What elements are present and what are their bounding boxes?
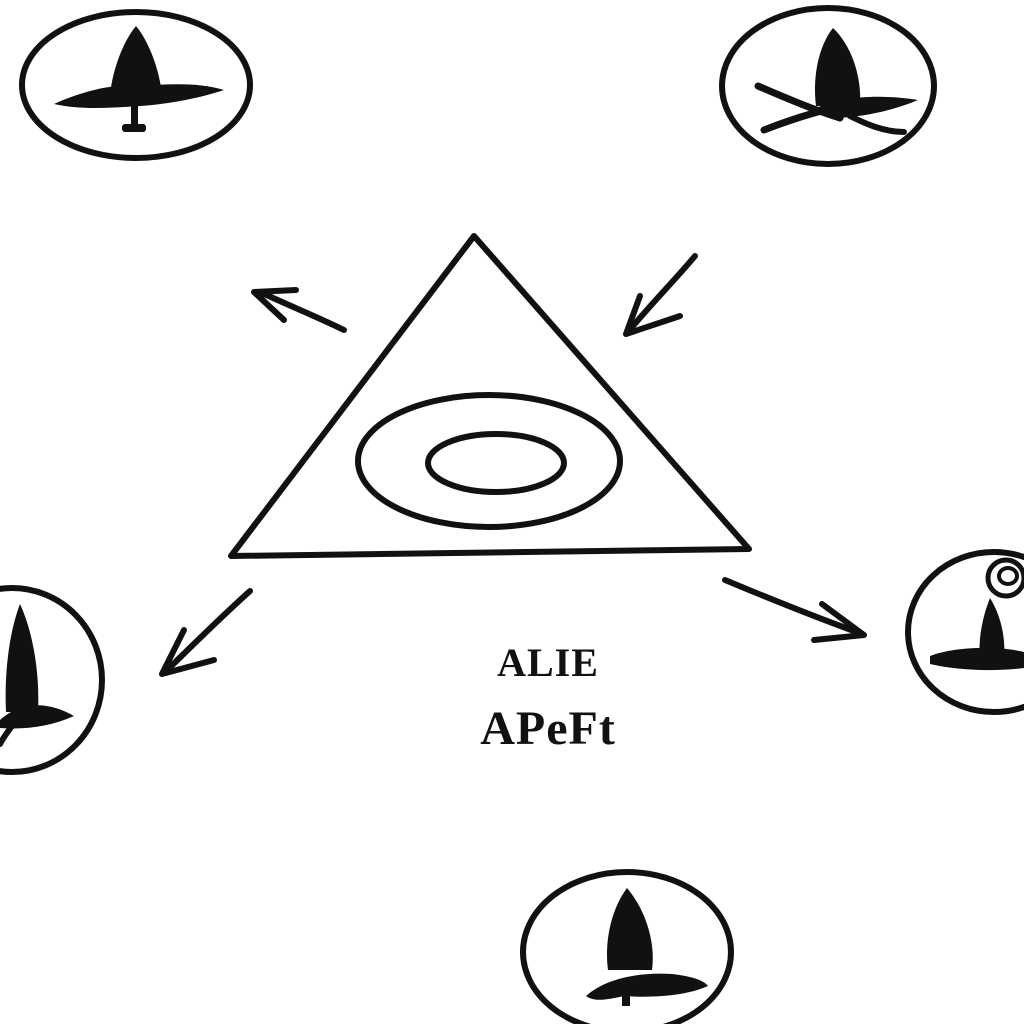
node-top-right bbox=[719, 5, 937, 167]
outer-oval bbox=[355, 392, 623, 530]
inner-oval bbox=[425, 431, 567, 495]
spinning-top-icon bbox=[54, 26, 224, 132]
arrow-lower-left bbox=[159, 588, 253, 677]
node-bottom bbox=[520, 869, 734, 1024]
arrow-upper-right bbox=[623, 253, 698, 337]
caption-line-2: APeFt bbox=[480, 702, 616, 755]
spinning-top-icon bbox=[0, 604, 74, 747]
spinning-top-icon bbox=[586, 888, 708, 1006]
node-right bbox=[905, 549, 1024, 715]
node-top-left bbox=[19, 9, 253, 161]
spinning-top-icon bbox=[930, 557, 1024, 671]
central-triangle-group bbox=[228, 233, 752, 559]
arrow-lower-right bbox=[722, 577, 867, 643]
caption-line-1: ALIE bbox=[497, 640, 599, 685]
spinning-top-icon bbox=[754, 28, 918, 135]
triangle-icon bbox=[228, 233, 752, 559]
arrow-upper-left bbox=[251, 287, 347, 333]
node-left bbox=[0, 585, 105, 775]
